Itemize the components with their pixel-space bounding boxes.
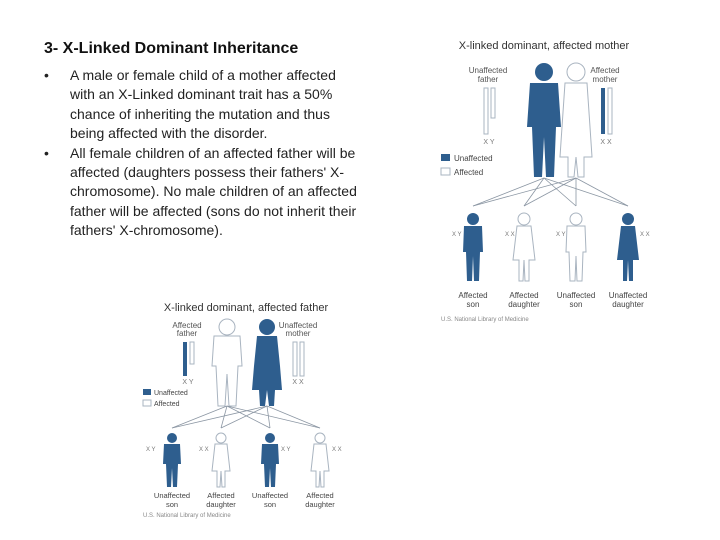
child-2: [211, 432, 231, 488]
child-2-chromosomes: X X: [505, 232, 515, 238]
mother-figure: [252, 319, 282, 406]
child-4-chromosomes: X X: [332, 447, 342, 453]
image-credit: U.S. National Library of Medicine: [143, 513, 231, 519]
child-3-chromosomes: X Y: [281, 447, 291, 453]
child-4-status: daughter: [305, 500, 335, 509]
child-4: [617, 213, 639, 281]
child-2-status: daughter: [508, 300, 540, 309]
figure-affected-father: X-linked dominant, affected father Affec…: [140, 298, 352, 520]
figure-title: X-linked dominant, affected mother: [459, 40, 630, 52]
child-2: [512, 212, 536, 282]
father-label: Affected: [172, 321, 201, 330]
child-1-chromosomes: X Y: [146, 447, 156, 453]
svg-text:X Y: X Y: [483, 139, 494, 146]
inheritance-lines: [472, 177, 629, 207]
child-4-status: daughter: [612, 300, 644, 309]
child-3-chromosomes: X Y: [556, 232, 566, 238]
child-1-status: Affected: [458, 291, 487, 300]
svg-text:X X: X X: [292, 379, 304, 386]
father-label: father: [177, 329, 198, 338]
child-2-status: Affected: [207, 491, 234, 500]
mother-label: Affected: [590, 66, 619, 75]
image-credit: U.S. National Library of Medicine: [441, 317, 529, 323]
father-figure: [211, 318, 243, 407]
mother-figure: [559, 62, 593, 178]
child-3-status: son: [570, 300, 583, 309]
legend-affected-label: Affected: [154, 401, 180, 408]
legend-swatch-affected: [142, 399, 152, 407]
bullet-text: A male or female child of a mother affec…: [70, 67, 336, 142]
child-4-status: Affected: [306, 491, 333, 500]
father-chromosomes: X Y: [182, 341, 195, 386]
child-2-status: daughter: [206, 500, 236, 509]
legend-swatch-affected: [440, 167, 451, 176]
legend-swatch-unaffected: [441, 154, 450, 161]
child-3-status: Unaffected: [557, 291, 596, 300]
child-1-status: Unaffected: [154, 491, 190, 500]
mother-label: mother: [593, 75, 618, 84]
father-figure: [527, 63, 561, 177]
figure-title: X-linked dominant, affected father: [164, 302, 329, 314]
mother-label: Unaffected: [279, 321, 318, 330]
child-1-status: son: [467, 300, 480, 309]
father-label: father: [478, 75, 499, 84]
child-1-chromosomes: X Y: [452, 232, 462, 238]
legend-unaffected-label: Unaffected: [454, 154, 493, 163]
child-1: [163, 433, 181, 487]
mother-label: mother: [286, 329, 311, 338]
legend-swatch-unaffected: [143, 389, 151, 395]
child-4: [310, 432, 330, 488]
child-3-status: Unaffected: [252, 491, 288, 500]
mother-chromosomes: X X: [292, 341, 305, 386]
slide-heading: 3- X-Linked Dominant Inheritance: [44, 40, 299, 57]
father-chromosomes: X Y: [483, 87, 496, 146]
father-label: Unaffected: [469, 66, 508, 75]
legend-affected-label: Affected: [454, 168, 483, 177]
child-3: [565, 212, 587, 282]
bullet-list: • A male or female child of a mother aff…: [44, 66, 364, 241]
svg-text:X X: X X: [600, 139, 612, 146]
bullet-dot: •: [44, 144, 49, 161]
child-1-status: son: [166, 500, 178, 509]
child-4-chromosomes: X X: [640, 232, 650, 238]
bullet-text: All female children of an affected fathe…: [70, 144, 357, 239]
legend-unaffected-label: Unaffected: [154, 390, 188, 397]
bullet-item: • All female children of an affected fat…: [44, 144, 364, 241]
child-4-status: Unaffected: [609, 291, 648, 300]
child-3: [261, 433, 279, 487]
legend: Unaffected Affected: [440, 154, 493, 177]
bullet-dot: •: [44, 67, 49, 83]
inheritance-lines: [171, 405, 321, 429]
child-3-status: son: [264, 500, 276, 509]
child-1: [463, 213, 483, 281]
svg-text:X Y: X Y: [182, 379, 193, 386]
child-2-chromosomes: X X: [199, 447, 209, 453]
mother-chromosomes: X X: [600, 87, 613, 146]
legend: Unaffected Affected: [142, 389, 188, 408]
figure-affected-mother: X-linked dominant, affected mother Unaff…: [438, 36, 650, 326]
bullet-item: • A male or female child of a mother aff…: [44, 66, 364, 144]
child-2-status: Affected: [509, 291, 538, 300]
